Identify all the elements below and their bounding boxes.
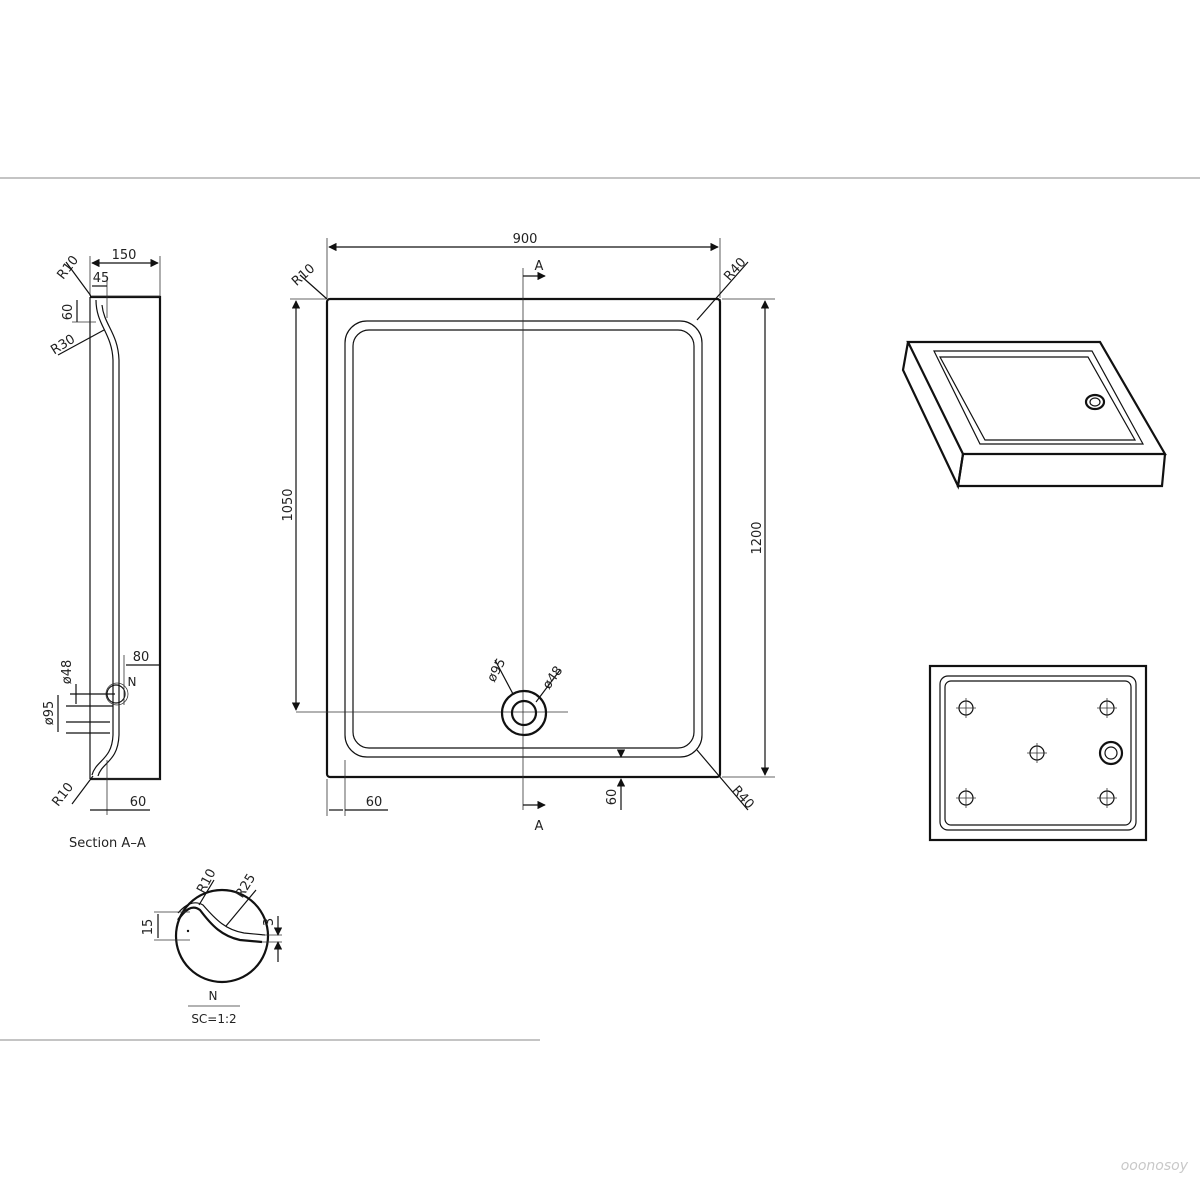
section-lip-dimension: 60 (61, 304, 76, 321)
section-marker-bottom: A (535, 819, 544, 834)
drain-inner-dimension: ø48 (540, 664, 566, 693)
watermark: ooonosoy (1121, 1158, 1189, 1174)
support-foot-br (1097, 788, 1117, 808)
corner-tr-radius: R40 (721, 255, 749, 284)
bottom-drain-inner (1104, 746, 1118, 760)
support-foot-bl (956, 788, 976, 808)
tray-outline (325, 297, 722, 779)
iso-top-face (906, 340, 1167, 456)
detail-circle (174, 888, 270, 984)
inner-height-dimension: 1050 (281, 488, 296, 521)
tray-basin-outer (344, 320, 703, 758)
bottom-outline (928, 664, 1148, 842)
margin-left-dimension: 60 (366, 795, 383, 810)
margin-bottom-dimension: 60 (605, 789, 620, 806)
plan-view: 900 1200 1050 60 60 R10 R40 R40 ø95 ø48 (281, 232, 775, 834)
section-base-dimension: 60 (130, 795, 147, 810)
detail-marker-label: N (128, 675, 137, 689)
section-rim-dimension: 45 (93, 271, 110, 286)
section-width-dimension: 150 (112, 248, 137, 263)
detail-radius-large: R25 (233, 871, 259, 901)
bottom-drain-outer (1098, 740, 1124, 766)
section-radius-inner: R30 (48, 332, 78, 358)
section-drain-small: ø48 (60, 660, 75, 685)
drain-outer (500, 689, 548, 737)
iso-drain (1084, 393, 1106, 411)
detail-height-dimension: 15 (141, 919, 156, 936)
corner-br-radius: R40 (728, 783, 756, 812)
support-foot-tr (1097, 698, 1117, 718)
iso-front-face (901, 341, 965, 490)
tray-basin-inner (352, 329, 695, 749)
section-view: 150 45 60 R10 R30 N 80 ø48 ø95 (42, 248, 162, 851)
section-drain-offset: 80 (133, 650, 150, 665)
support-foot-tl (956, 698, 976, 718)
corner-tl-radius: R10 (289, 261, 318, 289)
section-marker-top: A (535, 259, 544, 274)
section-radius-bottom: R10 (49, 780, 77, 809)
bottom-view (928, 664, 1148, 842)
section-drain-large: ø95 (42, 701, 57, 726)
section-caption: Section A–A (69, 836, 146, 851)
drain-inner (510, 699, 538, 727)
isometric-view (901, 340, 1167, 490)
detail-name: N (209, 989, 218, 1003)
detail-scale: SC=1:2 (191, 1012, 236, 1026)
detail-view: R10 R25 15 3 N SC=1:2 (141, 867, 283, 1026)
support-foot-center (1027, 743, 1047, 763)
detail-radius-small: R10 (194, 867, 219, 897)
detail-thickness-dimension: 3 (262, 918, 277, 926)
width-dimension: 900 (513, 232, 538, 247)
detail-profile (177, 906, 263, 944)
height-dimension: 1200 (750, 521, 765, 554)
iso-side-face (956, 453, 1167, 488)
section-profile (90, 295, 162, 781)
